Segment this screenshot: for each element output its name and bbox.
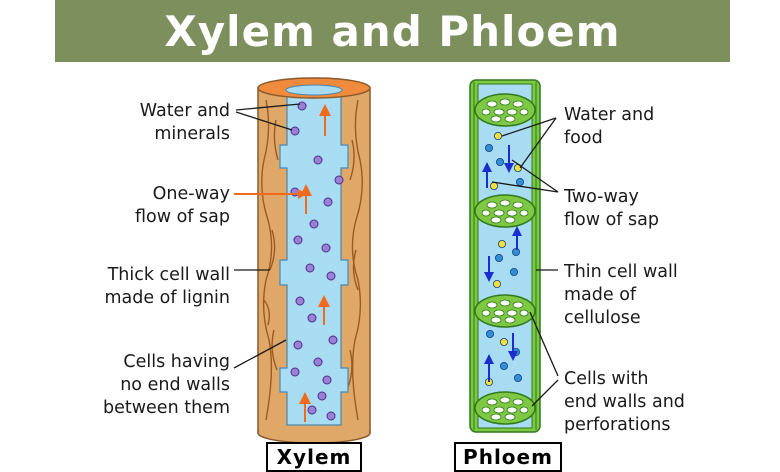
upward-flow-arrows	[299, 104, 331, 422]
phloem-pointer-lines	[491, 117, 559, 407]
label-no-end-walls: Cells having no end walls between them	[102, 352, 230, 418]
phloem-tube	[469, 79, 541, 433]
xylem-vessel	[257, 77, 371, 444]
sieve-plate	[474, 194, 536, 228]
xylem-pointer-lines	[233, 103, 301, 369]
label-one-way-flow: One-way flow of sap	[135, 184, 230, 227]
phloem-lumen	[477, 83, 533, 429]
one-way-pointer-head	[298, 189, 307, 199]
two-way-flow-arrows	[482, 145, 522, 382]
label-two-way-flow: Two-way flow of sap	[564, 187, 659, 230]
xylem-lumen	[279, 95, 349, 426]
xylem-top-opening	[285, 84, 343, 96]
title-banner: Xylem and Phloem	[55, 0, 730, 62]
label-water-food: Water and food	[564, 105, 655, 148]
mineral-particles	[290, 101, 344, 421]
sieve-plate	[474, 391, 536, 425]
sieve-plate	[474, 93, 536, 127]
page-title: Xylem and Phloem	[164, 6, 621, 56]
label-end-walls: Cells with end walls and perforations	[564, 369, 685, 435]
label-thin-cell-wall: Thin cell wall made of cellulose	[564, 262, 678, 328]
label-thick-cell-wall: Thick cell wall made of lignin	[104, 265, 230, 308]
label-water-minerals: Water and minerals	[139, 101, 230, 144]
sieve-plates	[474, 93, 536, 425]
food-particles	[484, 131, 525, 386]
xylem-caption: Xylem	[266, 442, 362, 472]
sieve-plate	[474, 294, 536, 328]
phloem-caption: Phloem	[454, 442, 562, 472]
